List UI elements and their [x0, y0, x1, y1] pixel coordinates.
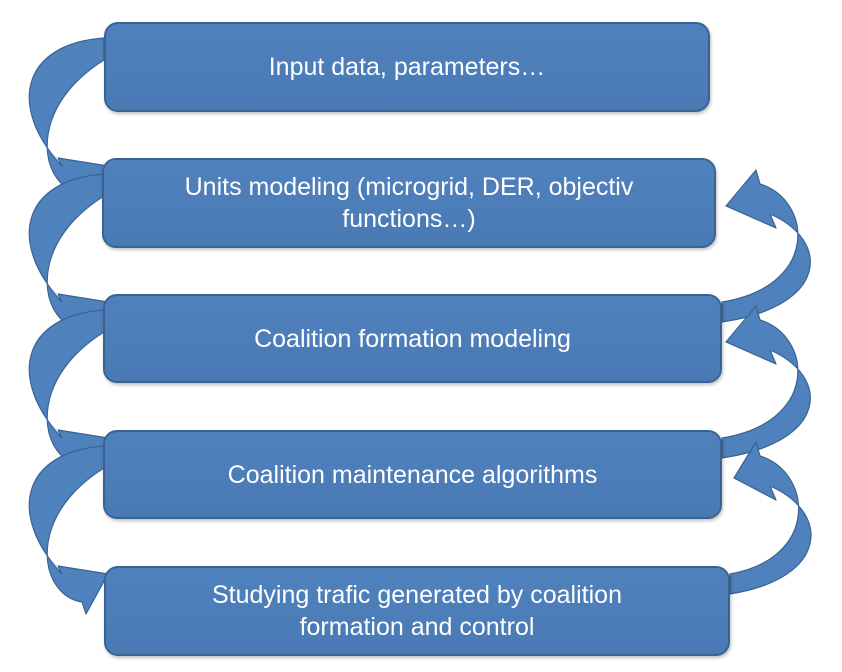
- feedback-arrow-2: [721, 305, 811, 459]
- feedback-arrow-3: [729, 441, 812, 595]
- feedback-arrows: [721, 169, 812, 595]
- step-studying-traffic: Studying trafic generated by coalition f…: [104, 566, 730, 656]
- forward-arrow-4: [28, 445, 109, 615]
- step-units-modeling: Units modeling (microgrid, DER, objectiv…: [102, 158, 716, 248]
- forward-arrows: [28, 37, 109, 615]
- feedback-arrow-1: [721, 169, 811, 323]
- step-coalition-formation-modeling: Coalition formation modeling: [103, 294, 722, 383]
- step-input-data: Input data, parameters…: [104, 22, 710, 112]
- step-coalition-maintenance-algorithms: Coalition maintenance algorithms: [103, 430, 722, 519]
